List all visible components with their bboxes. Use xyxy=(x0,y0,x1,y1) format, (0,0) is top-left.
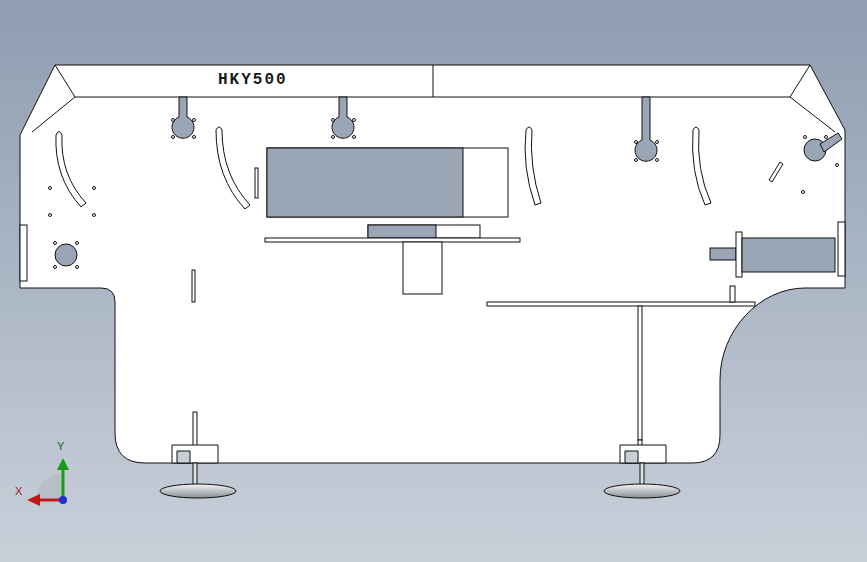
frame-outline xyxy=(20,65,845,463)
axis-label: Y xyxy=(57,441,64,452)
keyhole-slot xyxy=(55,97,842,266)
top-band xyxy=(32,65,835,132)
axis-triad xyxy=(27,458,69,506)
leveling-foot xyxy=(160,412,680,498)
right-assembly xyxy=(20,222,845,440)
centre-assembly xyxy=(265,148,520,294)
model-name: HKY500 xyxy=(218,72,288,88)
axis-label: X xyxy=(15,486,22,497)
mount-holes xyxy=(49,119,839,269)
arc-slot xyxy=(56,127,783,302)
